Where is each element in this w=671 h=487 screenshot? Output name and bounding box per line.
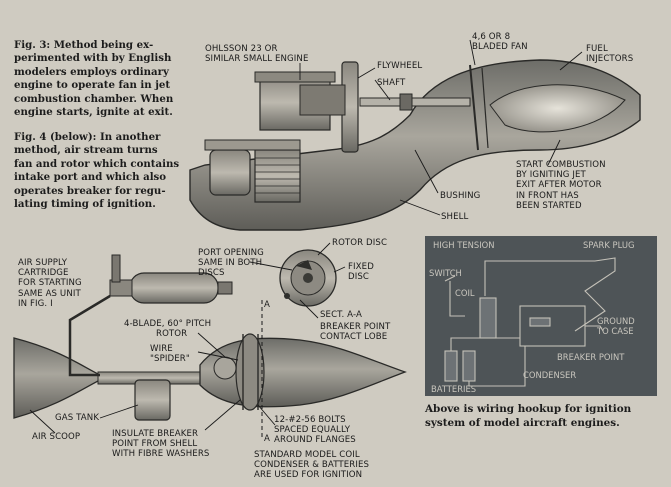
fig3-bushing [399,93,413,111]
wiring-label-batteries: BATTERIES [431,384,477,394]
wiring-label-coil: COIL [455,288,475,298]
fig3-label-shell: SHELL [441,212,469,222]
fig4-label-rotor-disc: ROTOR DISC [332,238,388,248]
wiring-label-switch: SWITCH [429,268,462,278]
fig3-label-fan: 4,6 OR 8 BLADED FAN [472,32,528,53]
fig4-label-section-a-top: A [264,300,270,310]
section-aa-disc [249,242,346,319]
fig4-label-blade: 4-BLADE, 60° PITCH ROTOR [124,319,212,340]
wiring-label-ground: GROUND TO CASE [597,316,635,336]
fig4-caption: Fig. 4 (below): In another method, air s… [14,131,180,211]
wiring-label-condenser: CONDENSER [523,370,577,380]
wiring-label-spark-plug: SPARK PLUG [583,240,635,250]
fig4-label-fixed-disc: FIXED DISC [348,262,374,283]
fig4-label-gas-tank: GAS TANK [55,413,100,423]
fig3-tank [209,149,251,196]
fig3-combustion-chamber [489,84,626,133]
wiring-schematic [444,257,616,387]
fig3-label-flywheel: FLYWHEEL [377,61,423,71]
fig4-rotor [213,356,237,380]
fig4-label-air-scoop: AIR SCOOP [32,432,81,442]
fig3-label-start-combustion: START COMBUSTION BY IGNITING JET EXIT AF… [516,160,606,211]
fig4-label-port-opening: PORT OPENING SAME IN BOTH DISCS [198,248,264,279]
fig4-label-breaker-lobe: BREAKER POINT CONTACT LOBE [320,322,391,343]
fig3-label-engine: OHLSSON 23 OR SIMILAR SMALL ENGINE [205,44,309,65]
fig3-shaft [359,97,471,107]
fig4-label-section: SECT. A-A [320,310,362,320]
fig3-caption: Fig. 3: Method being ex- perimented with… [14,39,174,119]
fig3-label-shaft: SHAFT [377,78,406,88]
fig3-drawing [189,39,641,231]
fig4-label-standard: STANDARD MODEL COIL CONDENSER & BATTERIE… [254,450,370,481]
fig3-label-bushing: BUSHING [440,191,481,201]
fig4-gas-tank [134,379,171,421]
wiring-diagram: HIGH TENSION SPARK PLUG SWITCH COIL GROU… [425,236,657,396]
fig4-label-insulate: INSULATE BREAKER POINT FROM SHELL WITH F… [112,429,210,460]
fig4-drawing [13,254,407,440]
fig3-fan [469,64,479,151]
fig4-label-section-a-bottom: A [264,434,270,444]
wiring-label-high-tension: HIGH TENSION [433,240,495,250]
wiring-label-breaker: BREAKER POINT [557,352,625,362]
fig4-label-bolts: 12-#2-56 BOLTS SPACED EQUALLY AROUND FLA… [274,415,356,446]
wiring-caption: Above is wiring hookup for ignition syst… [425,403,632,429]
fig4-label-wire-spider: WIRE "SPIDER" [150,344,190,365]
fig4-flange [235,333,265,411]
fig4-air-scoop [13,337,101,419]
fig3-label-injectors: FUEL INJECTORS [586,44,634,65]
fig4-label-air-supply: AIR SUPPLY CARTRIDGE FOR STARTING SAME A… [18,258,82,309]
